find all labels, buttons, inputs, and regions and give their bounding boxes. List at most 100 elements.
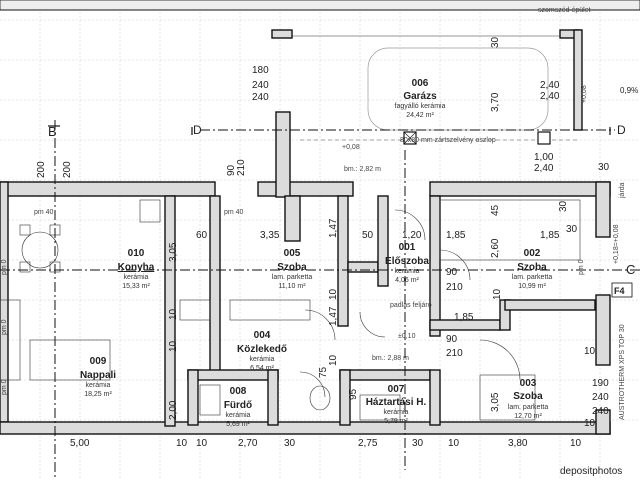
room-area: 10,99 m² <box>518 283 546 290</box>
dim-180: 180 <box>252 65 269 76</box>
dim-100: 1,00 <box>534 152 554 163</box>
bm-mid: bm.: 2,88 m <box>372 355 409 362</box>
neighbor-label: szomszéd épület <box>538 7 591 14</box>
room-area: 12,70 m² <box>514 413 542 420</box>
dim-240c: 240 <box>592 406 609 417</box>
room-010: 010 Konyha kerámia 15,33 m² <box>118 248 155 290</box>
room-009: 009 Nappali kerámia 18,25 m² <box>80 356 116 398</box>
dim-10i: 10 <box>584 346 596 357</box>
percent-note: 0,9% <box>620 86 638 95</box>
bm-top: bm.: 2,82 m <box>344 166 381 173</box>
room-number: 008 <box>230 386 247 397</box>
room-floor: kerámia <box>250 356 275 363</box>
dim-30b: 30 <box>284 438 296 449</box>
room-007: 007 Háztartási H. kerámia 5,78 m² <box>366 384 427 425</box>
dim-60: 60 <box>196 230 208 241</box>
dim-10k: 10 <box>584 418 596 429</box>
room-name: Előszoba <box>385 256 429 267</box>
room-002: 002 Szoba lam. parketta 10,99 m² <box>512 248 553 290</box>
room-name: Garázs <box>403 91 437 102</box>
section-marker-d-left: D <box>193 123 202 137</box>
level-garage: +0,08 <box>581 85 588 103</box>
room-floor: fagyálló kerámia <box>395 103 446 110</box>
attic-note: padlás feljáró <box>390 302 432 309</box>
room-name: Nappali <box>80 370 116 381</box>
room-floor: kerámia <box>395 268 420 275</box>
pm0-b: pm 0 <box>1 319 8 335</box>
pm40-left: pm 40 <box>34 209 54 216</box>
dim-90c: 90 <box>446 334 458 345</box>
dim-30f: 30 <box>598 162 610 173</box>
dim-147a: 1,47 <box>328 218 339 238</box>
dim-185b: 1,85 <box>540 230 560 241</box>
dim-90b: 90 <box>446 267 458 278</box>
dim-200a: 200 <box>36 161 47 178</box>
column <box>403 131 551 145</box>
room-number: 009 <box>90 356 107 367</box>
room-number: 006 <box>412 78 429 89</box>
dim-95: 95 <box>348 388 359 400</box>
room-number: 005 <box>284 248 301 259</box>
room-area: 5,78 m² <box>384 418 408 425</box>
room-area: 15,33 m² <box>122 283 150 290</box>
dim-210a: 210 <box>236 159 247 176</box>
dim-10j: 10 <box>492 288 503 300</box>
dim-10b: 10 <box>196 438 208 449</box>
dim-185c: 1,85 <box>454 312 474 323</box>
pm0-a: pm 0 <box>1 259 8 275</box>
dim-240d: 240 <box>592 392 609 403</box>
room-area: 11,10 m² <box>278 283 306 290</box>
dim-240g: 2,40 <box>540 80 560 91</box>
dim-147b: 1,47 <box>328 306 339 326</box>
room-name: Szoba <box>277 262 307 273</box>
dim-240: 240 <box>252 80 269 91</box>
room-area: 6,54 m² <box>250 365 274 372</box>
pm0-d: pm 0 <box>578 259 585 275</box>
room-number: 002 <box>524 248 541 259</box>
dim-270: 2,70 <box>238 438 258 449</box>
dim-10f: 10 <box>168 340 179 352</box>
dim-275: 2,75 <box>358 438 378 449</box>
room-floor: kerámia <box>226 412 251 419</box>
dim-120: 1,20 <box>402 230 422 241</box>
room-number: 001 <box>399 242 416 253</box>
dim-200c: 2,00 <box>168 400 179 420</box>
dim-305a: 3,05 <box>168 242 179 262</box>
dim-200b: 200 <box>62 161 73 178</box>
room-003: 003 Szoba lam. parketta 12,70 m² <box>508 378 549 420</box>
room-floor: kerámia <box>124 274 149 281</box>
dim-30e: 30 <box>558 200 569 212</box>
dim-260: 2,60 <box>490 238 501 258</box>
level-floor: ±0,10 <box>398 333 416 340</box>
dim-10e: 10 <box>168 308 179 320</box>
section-marker-f4: F4 <box>614 286 625 296</box>
dim-75: 75 <box>318 366 329 378</box>
dim-240i: 2,40 <box>534 163 554 174</box>
room-area: 18,25 m² <box>84 391 112 398</box>
dim-50: 50 <box>362 230 374 241</box>
dim-10a: 10 <box>176 438 188 449</box>
dim-335: 3,35 <box>260 230 280 241</box>
column-note: 80x80 mm zártszelvény oszlop <box>400 137 496 144</box>
dim-370: 3,70 <box>490 92 501 112</box>
dim-10g: 10 <box>328 288 339 300</box>
room-name: Szoba <box>513 391 543 402</box>
room-005: 005 Szoba lam. parketta 11,10 m² <box>272 248 313 290</box>
room-number: 010 <box>128 248 145 259</box>
dim-45: 45 <box>490 204 501 216</box>
dim-30c: 30 <box>412 438 424 449</box>
dim-30d: 30 <box>566 224 578 235</box>
dim-10c: 10 <box>448 438 460 449</box>
room-floor: lam. parketta <box>272 274 313 281</box>
room-name: Közlekedő <box>237 344 287 355</box>
dim-185a: 1,85 <box>446 230 466 241</box>
room-008: 008 Fürdő kerámia 5,69 m² <box>224 386 252 428</box>
room-number: 004 <box>254 330 271 341</box>
room-floor: lam. parketta <box>512 274 553 281</box>
pm0-c: pm 0 <box>1 379 8 395</box>
room-006: 006 Garázs fagyálló kerámia 24,42 m² <box>395 78 446 119</box>
jarda-note: járda <box>619 182 626 199</box>
room-004: 004 Közlekedő kerámia 6,54 m² <box>237 330 287 372</box>
dim-305b: 3,05 <box>490 392 501 412</box>
